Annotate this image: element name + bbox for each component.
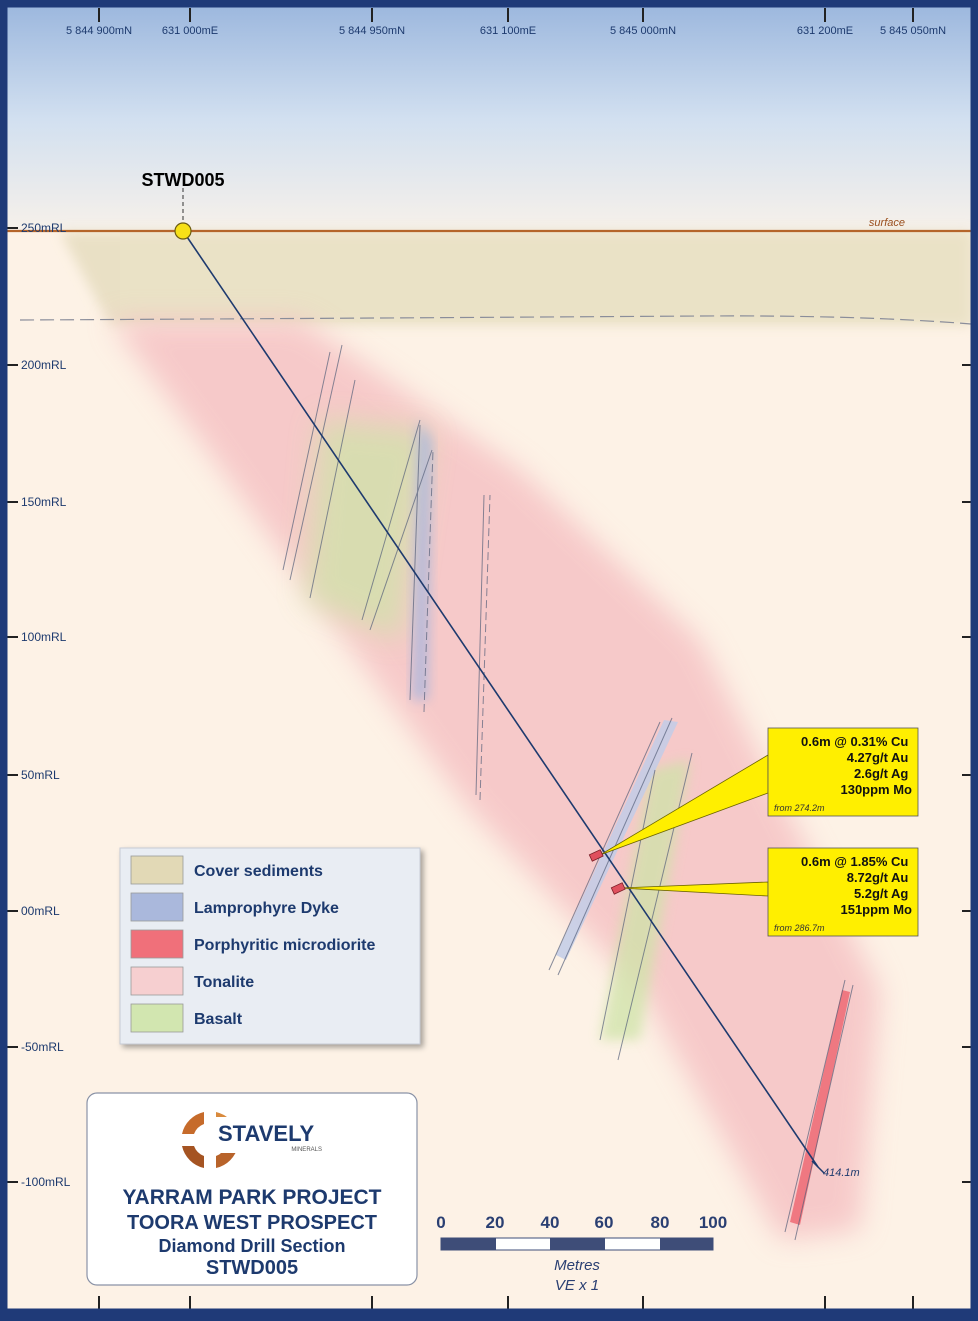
- drillhole-name: STWD005: [141, 170, 224, 190]
- intercept-2-line-3: 5.2g/t Ag: [854, 886, 908, 901]
- top-axis-label-1: 5 844 900mN: [66, 25, 132, 37]
- scale-ve: VE x 1: [555, 1277, 599, 1294]
- svg-text:0.6m @ 0.31% Cu 4.27g/t: 0.6m @ 0.31% Cu 4.27g/t Au 2.6g/t Ag 130…: [801, 734, 912, 797]
- top-coordinate-axis: 5 844 900mN 631 000mE 5 844 950mN 631 10…: [66, 8, 946, 37]
- logo-company-sub: MINERALS: [291, 1147, 322, 1153]
- contact-lines: [282, 344, 854, 1241]
- cover-sediments-core: [120, 232, 971, 322]
- geology-units: [19, 232, 972, 1241]
- intercept-2-from: from 286.7m: [774, 923, 825, 933]
- surface-label: surface: [869, 217, 905, 229]
- sky-area: [7, 7, 971, 232]
- logo-company-name: STAVELY: [218, 1121, 315, 1146]
- scale-tick-40: 40: [541, 1213, 560, 1232]
- legend-label-cover-sediments: Cover sediments: [194, 863, 323, 880]
- rl-label-50: 50mRL: [21, 768, 60, 782]
- drillhole-trace: [182, 230, 819, 1168]
- intercept-1-from: from 274.2m: [774, 803, 825, 813]
- project-name: YARRAM PARK PROJECT: [122, 1186, 381, 1209]
- legend-swatch-porphyritic-microdiorite: [130, 929, 184, 959]
- legend-swatch-tonalite: [130, 966, 184, 996]
- intercept-1-line-1: 0.6m @ 0.31% Cu: [801, 734, 908, 749]
- section-hole-name: STWD005: [206, 1257, 298, 1279]
- svg-text:0.6m @ 1.85% Cu 8.72g/t: 0.6m @ 1.85% Cu 8.72g/t Au 5.2g/t Ag 151…: [801, 854, 912, 917]
- rl-axis: 250mRL 200mRL 150mRL 100mRL 50mRL 00mRL …: [7, 221, 971, 1189]
- legend-swatch-cover-sediments: [130, 855, 184, 885]
- legend-label-tonalite: Tonalite: [194, 974, 254, 991]
- intercept-2-line-4: 151ppm Mo: [840, 902, 912, 917]
- section-type: Diamond Drill Section: [158, 1236, 345, 1256]
- scale-tick-60: 60: [595, 1213, 614, 1232]
- intercept-2-line-2: 8.72g/t Au: [847, 870, 909, 885]
- scale-tick-0: 0: [436, 1213, 445, 1232]
- tonalite-unit: [110, 320, 880, 1240]
- intercept-1: 0.6m @ 0.31% Cu 4.27g/t Au 2.6g/t Ag 130…: [588, 727, 919, 862]
- basalt-unit-upper: [305, 420, 430, 640]
- intercept-1-line-3: 2.6g/t Ag: [854, 766, 908, 781]
- lamprophyre-dyke-2: [556, 720, 678, 960]
- porphyritic-microdiorite-unit: [790, 990, 850, 1225]
- legend-swatch-lamprophyre-dyke: [130, 892, 184, 922]
- scale-tick-20: 20: [486, 1213, 505, 1232]
- prospect-name: TOORA WEST PROSPECT: [127, 1212, 377, 1234]
- legend-label-basalt: Basalt: [194, 1011, 243, 1028]
- legend-label-lamprophyre-dyke: Lamprophyre Dyke: [194, 900, 339, 917]
- legend: Cover sediments Lamprophyre Dyke Porphyr…: [119, 847, 421, 1045]
- intercept-1-box: [767, 727, 919, 817]
- top-axis-label-2: 631 000mE: [162, 25, 218, 37]
- lamprophyre-dyke-1: [412, 420, 432, 700]
- intercept-2-box: [767, 847, 919, 937]
- scale-units: Metres: [554, 1257, 600, 1274]
- top-axis-label-3: 5 844 950mN: [339, 25, 405, 37]
- legend-swatch-basalt: [130, 1003, 184, 1033]
- scale-bar: 0 20 40 60 80 100 Metres VE x 1: [436, 1213, 727, 1294]
- bottom-axis-ticks: [98, 1296, 914, 1309]
- rl-label-0: 00mRL: [21, 904, 60, 918]
- rl-label-100: 100mRL: [21, 630, 67, 644]
- scale-tick-80: 80: [651, 1213, 670, 1232]
- collar-marker: [174, 222, 192, 240]
- intercept-1-marker: [588, 849, 604, 862]
- legend-label-porphyritic-microdiorite: Porphyritic microdiorite: [194, 937, 375, 954]
- rl-label-minus-50: -50mRL: [21, 1040, 64, 1054]
- weathering-boundary: [19, 315, 972, 325]
- title-block: STAVELY MINERALS YARRAM PARK PROJECT TOO…: [86, 1092, 418, 1286]
- intercept-1-line-4: 130ppm Mo: [840, 782, 912, 797]
- intercept-2: 0.6m @ 1.85% Cu 8.72g/t Au 5.2g/t Ag 151…: [610, 847, 919, 937]
- intercept-2-marker: [610, 882, 626, 895]
- rl-label-250: 250mRL: [21, 221, 67, 235]
- intercept-1-line-2: 4.27g/t Au: [847, 750, 909, 765]
- top-axis-label-7: 5 845 050mN: [880, 25, 946, 37]
- rl-label-minus-100: -100mRL: [21, 1175, 71, 1189]
- stavely-logo: STAVELY MINERALS: [182, 1112, 344, 1168]
- intercept-2-line-1: 0.6m @ 1.85% Cu: [801, 854, 908, 869]
- scale-tick-100: 100: [699, 1213, 727, 1232]
- top-axis-label-6: 631 200mE: [797, 25, 853, 37]
- top-axis-label-4: 631 100mE: [480, 25, 536, 37]
- rl-label-150: 150mRL: [21, 495, 67, 509]
- end-of-hole-tick: [811, 1160, 825, 1174]
- rl-label-200: 200mRL: [21, 358, 67, 372]
- top-axis-label-5: 5 845 000mN: [610, 25, 676, 37]
- end-of-hole-depth: 414.1m: [823, 1167, 860, 1179]
